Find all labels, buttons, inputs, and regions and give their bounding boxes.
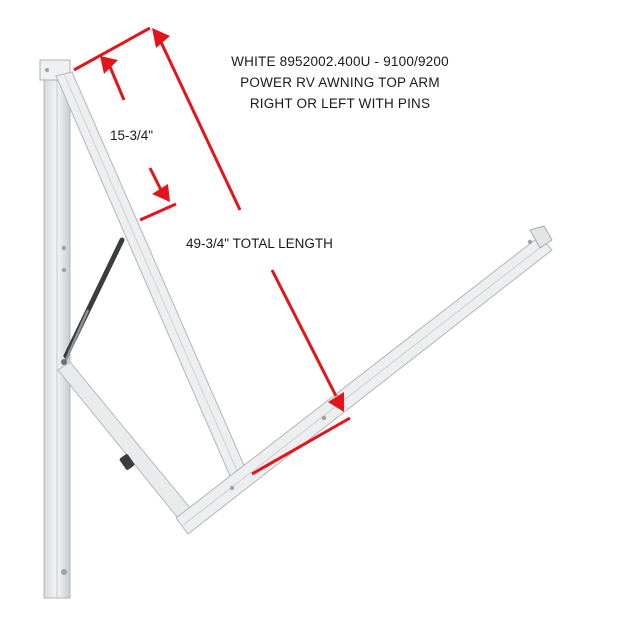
product-title-line-1: WHITE 8952002.400U - 9100/9200 [231, 54, 449, 69]
dimension-lines [73, 26, 351, 476]
gas-strut [61, 237, 125, 365]
product-title-line-2: POWER RV AWNING TOP ARM [240, 75, 440, 90]
lower-brace [57, 361, 201, 529]
short-arm-dimension-label: 15-3/4" [110, 128, 154, 143]
extension-arm [175, 225, 553, 535]
product-title-line-3: RIGHT OR LEFT WITH PINS [249, 96, 431, 111]
vertical-mounting-rail [39, 59, 71, 599]
total-length-dimension-label: 49-3/4" TOTAL LENGTH [186, 236, 333, 251]
